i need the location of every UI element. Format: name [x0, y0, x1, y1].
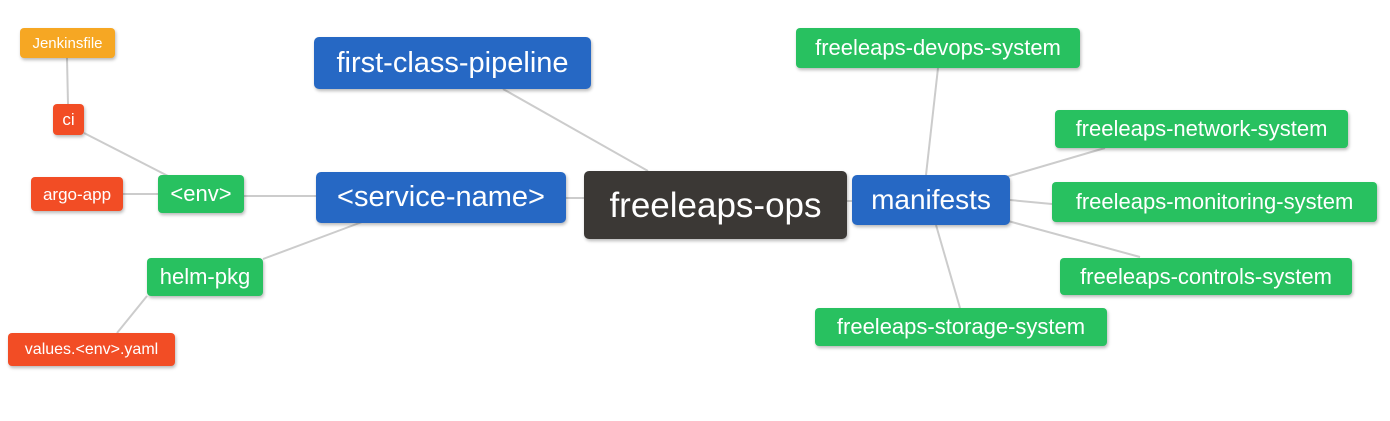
edge-jenkinsfile-ci: [66, 57, 69, 105]
node-jenkinsfile[interactable]: Jenkinsfile: [20, 28, 115, 58]
node-manifests[interactable]: manifests: [852, 175, 1010, 225]
node-freeleaps-storage-system[interactable]: freeleaps-storage-system: [815, 308, 1107, 346]
node-freeleaps-ops-root[interactable]: freeleaps-ops: [584, 171, 847, 239]
edge-manifests-controls-system: [1007, 220, 1141, 258]
node-freeleaps-controls-system[interactable]: freeleaps-controls-system: [1060, 258, 1352, 295]
edge-manifests-network-system: [1005, 147, 1106, 178]
node-values-env-yaml[interactable]: values.<env>.yaml: [8, 333, 175, 366]
edge-values-helm-pkg: [116, 295, 148, 334]
node-service-name[interactable]: <service-name>: [316, 172, 566, 223]
edge-first-class-pipeline-freeleaps-ops: [502, 88, 649, 172]
edge-ci-env: [83, 132, 169, 177]
node-freeleaps-devops-system[interactable]: freeleaps-devops-system: [796, 28, 1080, 68]
node-argo-app[interactable]: argo-app: [31, 177, 123, 211]
edge-manifests-monitoring-system: [1009, 199, 1053, 205]
node-env[interactable]: <env>: [158, 175, 244, 213]
edge-helm-pkg-service-name: [262, 221, 363, 260]
node-ci[interactable]: ci: [53, 104, 84, 135]
node-freeleaps-monitoring-system[interactable]: freeleaps-monitoring-system: [1052, 182, 1377, 222]
node-first-class-pipeline[interactable]: first-class-pipeline: [314, 37, 591, 89]
edge-manifests-devops-system: [925, 67, 939, 176]
node-helm-pkg[interactable]: helm-pkg: [147, 258, 263, 296]
edge-manifests-storage-system: [935, 224, 961, 309]
node-freeleaps-network-system[interactable]: freeleaps-network-system: [1055, 110, 1348, 148]
